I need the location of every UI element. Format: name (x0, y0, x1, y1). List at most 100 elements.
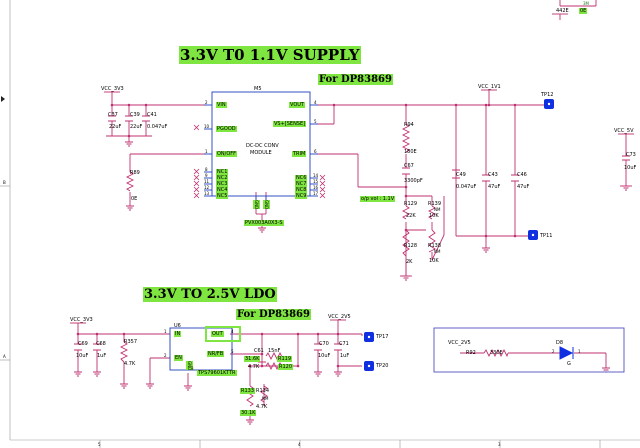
r89-value: 0E (131, 196, 138, 202)
supply-1v1-title: 3.3V T0 1.1V SUPPLY (179, 46, 361, 64)
c70-value: 10uF (318, 353, 331, 359)
c37-value: 22uF (109, 124, 122, 130)
r120-value: 4.7K (248, 364, 260, 370)
net-vcc-5v: VCC_5V (614, 128, 634, 134)
r119-value: 31.6K (244, 356, 261, 362)
c69-value: 10uF (76, 353, 89, 359)
c67-value: 3300pF (404, 178, 423, 184)
c71-ref: C71 (339, 341, 349, 347)
supply-1v1-target: For DP83869 (318, 74, 393, 85)
net-vcc-2v5-ldo: VCC_2V5 (328, 314, 351, 320)
c41-ref: C41 (147, 112, 157, 118)
dcdc-pin-nc7: NC7 (295, 181, 308, 187)
net-vcc-1v1: VCC_1V1 (478, 84, 501, 90)
dcdc-part-number: PVX003A0X3-S (244, 220, 284, 226)
grid-col-5: 5 (98, 442, 101, 447)
c68-value: 1uF (97, 353, 107, 359)
d8-ref: D8 (556, 340, 564, 346)
dcdc-name-line1: DC-DC CONV (246, 143, 279, 149)
grid-col-4: 4 (298, 442, 301, 447)
dcdc-pin-num-9: 9 (205, 173, 208, 178)
dcdc-pin-trim: TRIM (292, 151, 307, 157)
dcdc-pin-num-11: 11 (204, 179, 210, 184)
r119-ref: R119 (277, 356, 293, 362)
ldo-pin-in: IN (174, 331, 182, 337)
ldo-pin-nr-fb: NR/FB (207, 351, 225, 357)
c39-value: 22uF (130, 124, 143, 130)
ldo-designator: U6 (174, 323, 181, 329)
c43-ref: C43 (488, 172, 498, 178)
dcdc-pin-num-17: 17 (313, 191, 319, 196)
net-vcc-2v5-led: VCC_2V5 (448, 340, 471, 346)
ldo-pin-num-1: 1 (164, 329, 167, 334)
dcdc-pin-nc3: NC3 (216, 181, 229, 187)
d8-color-code: G (567, 361, 571, 367)
dcdc-pin-num-1: 1 (205, 149, 208, 154)
ldo-2v5-target: For DP83869 (236, 309, 311, 320)
dcdc-pin-num-13: 13 (204, 191, 210, 196)
dcdc-pin-num-16: 16 (313, 185, 319, 190)
dcdc-pin-vout: VOUT (289, 102, 305, 108)
c69-ref: C69 (78, 341, 88, 347)
dcdc-pin-num-12: 12 (204, 185, 210, 190)
partial-resistor-label: 442E (556, 8, 569, 14)
r94-ref: R94 (404, 122, 414, 128)
dcdc-pin-gnd-b: GND (263, 200, 270, 210)
c46-ref: C46 (517, 172, 527, 178)
dcdc-pin-nc6: NC6 (295, 175, 308, 181)
r129-ref: R129 (404, 201, 418, 207)
dcdc-pin-num-10: 10 (204, 124, 210, 129)
tp11-label: TP11 (540, 233, 553, 239)
partial-value-label: 0E (579, 8, 588, 14)
grid-col-3: 3 (498, 442, 501, 447)
dcdc-pin-nc2: NC2 (216, 175, 229, 181)
ldo-part-number: TPS79601KTTR (197, 370, 237, 376)
dcdc-pin-num-2: 2 (205, 100, 208, 105)
dcdc-pin-nc4: NC4 (216, 187, 229, 193)
r129-value: 22K (406, 213, 416, 219)
r138-value: 10K (429, 258, 439, 264)
c61-value: 15nF (268, 348, 281, 354)
r120-ref: R120 (278, 364, 294, 370)
ldo-pin-out: OUT (211, 331, 224, 337)
ldo-pin-en: EN (174, 355, 183, 361)
c49-value: 0.047uF (456, 184, 477, 190)
c49-ref: C49 (456, 172, 466, 178)
grid-row-a: A (3, 354, 6, 359)
dcdc-pin-nc1: NC1 (216, 169, 229, 175)
dcdc-pin-vin: VIN (216, 102, 227, 108)
r128-value: 2K (406, 259, 413, 265)
r133-ref: R133 (240, 388, 256, 394)
dcdc-pin-num-6: 6 (314, 149, 317, 154)
r128-ref: R128 (404, 243, 418, 249)
tp17-label: TP17 (376, 334, 389, 340)
c71-value: 1uF (340, 353, 350, 359)
dcdc-pin-pgood: PGOOD (216, 126, 237, 132)
dcdc-pin-gnd-a: GND (253, 200, 260, 210)
r92-value: 330E (490, 350, 503, 356)
dcdc-name-line2: MODULE (250, 150, 272, 156)
c37-ref: C37 (108, 112, 118, 118)
c39-ref: C39 (130, 112, 140, 118)
net-vcc-3v3-ldo: VCC_3V3 (70, 317, 93, 323)
r139-note: NM (434, 207, 441, 212)
dcdc-pin-num-5: 5 (314, 119, 317, 124)
dcdc-pin-vs-sense: VS+[SENSE] (273, 121, 307, 127)
d8-pin1: 1 (578, 349, 581, 354)
net-output-voltage-note: o/p vol : 1.1V (360, 196, 396, 202)
r139-value: 10K (429, 213, 439, 219)
dcdc-pin-num-14: 14 (313, 173, 319, 178)
dcdc-pin-nc8: NC8 (295, 187, 308, 193)
r134-value: 4.7K (256, 404, 268, 410)
ldo-pin-num-5: 5 (231, 349, 234, 354)
net-vcc-3v3-top: VCC_3V3 (101, 86, 124, 92)
c70-ref: C70 (319, 341, 329, 347)
r357-value: 4.7K (124, 361, 136, 367)
r138-note: NM (434, 249, 441, 254)
dcdc-pin-nc9: NC9 (295, 193, 308, 199)
dcdc-pin-onoff: ON/OFF (216, 151, 238, 157)
dcdc-pin-num-15: 15 (313, 179, 319, 184)
r89-ref: R89 (130, 170, 140, 176)
